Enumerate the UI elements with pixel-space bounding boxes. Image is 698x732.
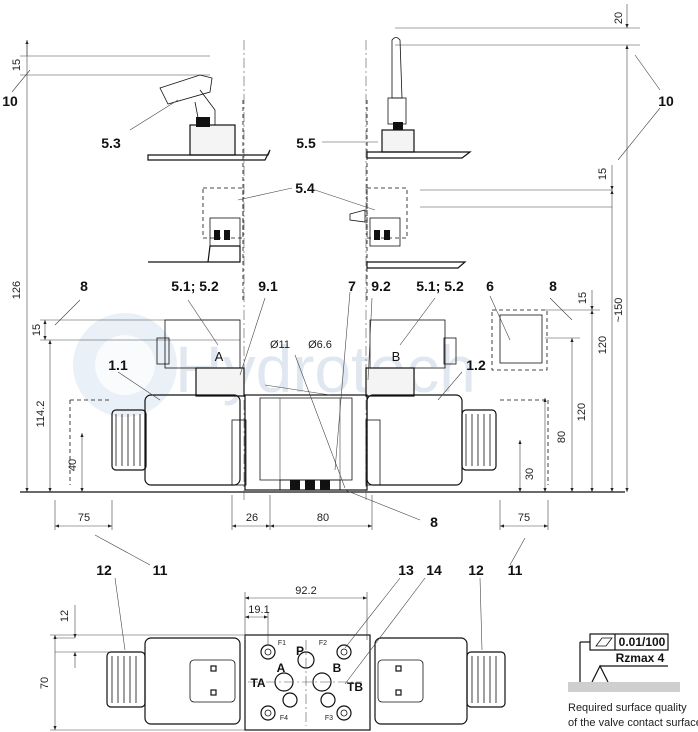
callout-11-left: 11 <box>153 562 168 578</box>
callout-7: 7 <box>348 278 356 294</box>
dim-26: 26 <box>246 512 258 524</box>
callout-8-right: 8 <box>549 278 557 294</box>
surface-quality-symbol <box>568 633 680 692</box>
dim-15-top-left: 15 <box>11 59 23 71</box>
surface-caption-line1: Required surface quality <box>568 702 687 714</box>
flatness-tolerance: 0.01/100 <box>619 635 666 649</box>
dim-30: 30 <box>524 468 536 480</box>
callout-5-5: 5.5 <box>296 135 316 151</box>
surface-caption-line2: of the valve contact surface <box>568 717 698 729</box>
dim-80-right: 80 <box>556 431 568 443</box>
dim-120-a: 120 <box>597 336 609 354</box>
callout-12-right: 12 <box>468 562 484 578</box>
port-b: B <box>333 661 342 675</box>
dim-12: 12 <box>59 610 71 622</box>
dim-75-left: 75 <box>78 512 90 524</box>
callout-10-right: 10 <box>658 93 674 109</box>
fixing-hole-f3: F3 <box>325 715 333 722</box>
angled-plug-connector <box>147 74 271 161</box>
dim-120-b: 120 <box>576 403 588 421</box>
port-ta: TA <box>250 676 265 690</box>
callout-9-1: 9.1 <box>258 278 278 294</box>
dim-126: 126 <box>11 281 23 299</box>
fixing-hole-f2: F2 <box>319 640 327 647</box>
dim-40: 40 <box>67 459 79 471</box>
valve-side-view <box>69 309 549 491</box>
callout-11-right: 11 <box>508 562 523 578</box>
callout-10-left: 10 <box>2 93 18 109</box>
roughness-value: Rzmax 4 <box>616 651 665 665</box>
callout-1-1: 1.1 <box>108 357 128 373</box>
callout-5-3: 5.3 <box>101 135 121 151</box>
callout-13: 13 <box>398 562 414 578</box>
solenoid-label-b: B <box>392 349 401 364</box>
connector-plugs-outline <box>202 100 408 300</box>
dim-114-2: 114.2 <box>35 401 47 428</box>
dim-15-left-mid: 15 <box>31 324 43 336</box>
dim-dia-11: Ø11 <box>270 339 290 351</box>
solenoid-label-a: A <box>215 349 224 364</box>
fixing-hole-f4: F4 <box>280 715 288 722</box>
callout-14: 14 <box>426 562 442 578</box>
dim-75-right: 75 <box>518 512 530 524</box>
port-p: P <box>296 644 304 658</box>
dim-dia-6-6: Ø6.6 <box>308 339 332 351</box>
callout-6: 6 <box>486 278 494 294</box>
dim-92-2: 92.2 <box>295 585 316 597</box>
dim-15-right-b: 15 <box>577 292 589 304</box>
dim-20: 20 <box>613 12 625 24</box>
dim-15-right-a: 15 <box>597 168 609 180</box>
callout-5-1-left: 5.1; 5.2 <box>171 278 219 294</box>
straight-plug-connector <box>366 37 472 159</box>
callout-5-1-right: 5.1; 5.2 <box>416 278 464 294</box>
dim-80-bottom: 80 <box>317 512 329 524</box>
callout-9-2: 9.2 <box>371 278 391 294</box>
fixing-hole-f1: F1 <box>278 640 286 647</box>
callout-5-4: 5.4 <box>295 180 315 196</box>
callout-12-left: 12 <box>96 562 112 578</box>
dim-150: ~150 <box>613 298 625 323</box>
callout-1-2: 1.2 <box>466 357 486 373</box>
port-tb: TB <box>347 680 363 694</box>
watermark-logo: Hydrotech <box>73 313 476 417</box>
callout-8-left: 8 <box>80 278 88 294</box>
callout-8-bottom: 8 <box>430 514 438 530</box>
valve-top-view <box>106 634 506 731</box>
led-plug-connectors <box>148 209 467 269</box>
port-a: A <box>277 661 286 675</box>
dim-70: 70 <box>39 677 51 689</box>
dim-19-1: 19.1 <box>248 604 269 616</box>
